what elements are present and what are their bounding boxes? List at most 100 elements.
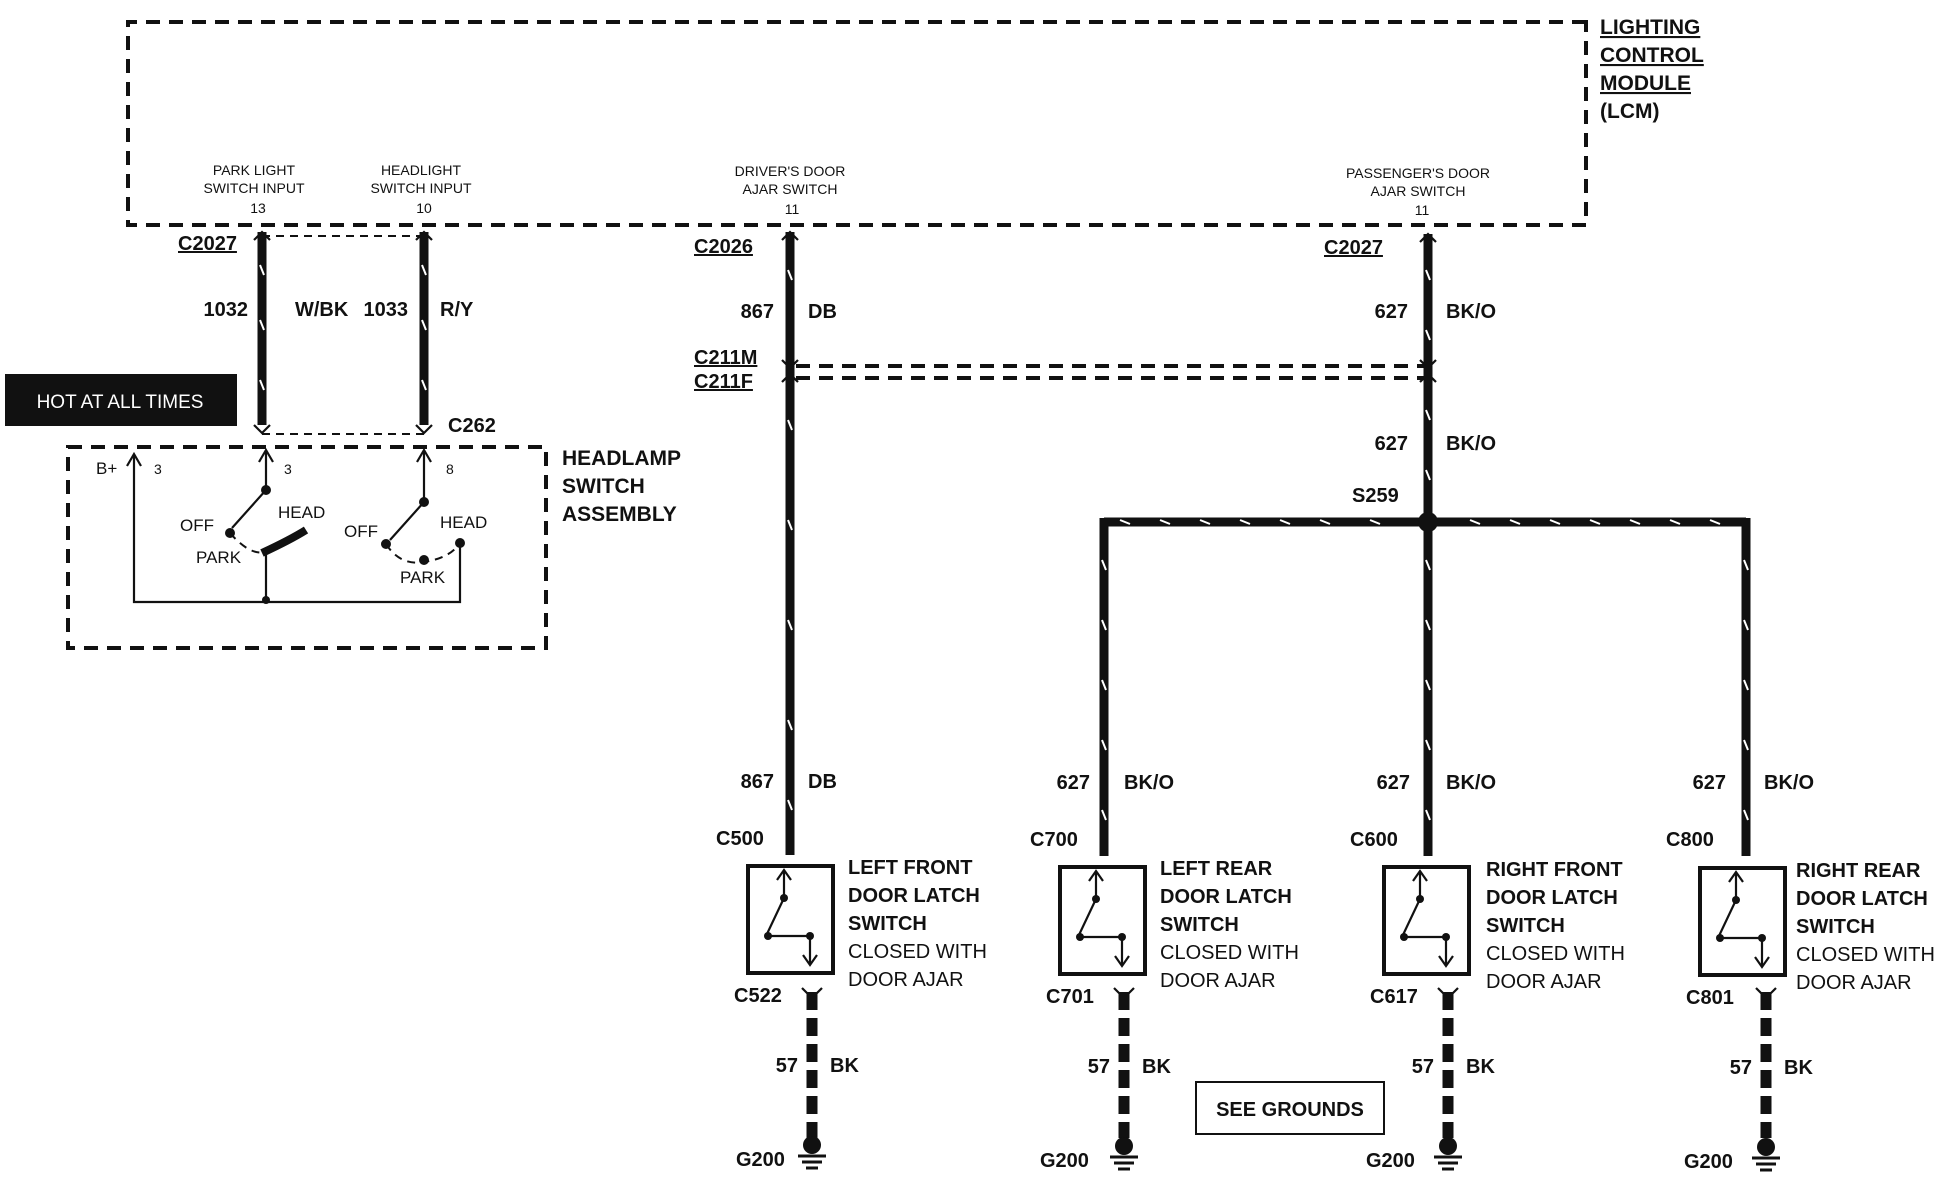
switch-2-pivot — [419, 497, 429, 507]
pin-label-passengers-door-1: PASSENGER'S DOOR — [1346, 165, 1490, 181]
ground-symbol-3 — [1434, 1137, 1462, 1171]
switch-1-common-node — [262, 596, 270, 604]
connector-c2027-right-tip — [781, 230, 1437, 243]
connector-c211f: C211F — [694, 371, 753, 393]
switch-lf-state-1: CLOSED WITH — [848, 941, 987, 963]
switch-2-contact — [389, 450, 426, 541]
lcm-module-outline — [126, 20, 1588, 227]
wire-1033-circuit: 1033 — [364, 299, 409, 321]
splice-bus-ticks — [1119, 519, 1721, 525]
wire-627-rf-color: BK/O — [1446, 772, 1496, 794]
pin-number-11-passenger: 11 — [1415, 202, 1430, 218]
right-front-door-latch-switch — [1382, 865, 1471, 976]
switch-rr-state-1: CLOSED WITH — [1796, 944, 1935, 966]
wire-tick-marks — [259, 264, 427, 391]
switch-rr-state-2: DOOR AJAR — [1796, 972, 1912, 994]
headlamp-pin-8: 8 — [446, 461, 454, 477]
pin-label-drivers-door-2: AJAR SWITCH — [743, 181, 838, 197]
wire-867-top-circuit: 867 — [741, 301, 774, 323]
switch-lf-state-2: DOOR AJAR — [848, 969, 964, 991]
connector-c2027-left: C2027 — [178, 233, 237, 255]
ground-wire-1-circuit: 57 — [776, 1055, 798, 1077]
switch-rf-name-1: RIGHT FRONT — [1486, 859, 1623, 881]
switch-1-head-label: HEAD — [278, 503, 325, 522]
ground-wire-3-color: BK — [1466, 1056, 1495, 1078]
ground-wire-2-color: BK — [1142, 1056, 1171, 1078]
wire-867-tick-marks — [787, 269, 793, 811]
pin-label-headlight-1: HEADLIGHT — [381, 162, 462, 178]
switch-rf-state-1: CLOSED WITH — [1486, 943, 1625, 965]
hot-at-all-times-badge — [5, 374, 237, 426]
pin-label-park-light-2: SWITCH INPUT — [203, 180, 305, 196]
wire-867-top-color: DB — [808, 301, 837, 323]
switch-2-arrowhead — [416, 447, 432, 463]
wire-627-rf-circuit: 627 — [1377, 772, 1410, 794]
switch-lf-name-3: SWITCH — [848, 913, 927, 935]
ground-label-2: G200 — [1040, 1150, 1089, 1172]
wire-627-top-circuit: 627 — [1375, 301, 1408, 323]
pin-number-10: 10 — [416, 200, 432, 216]
ground-wire-4-color: BK — [1784, 1057, 1813, 1079]
connector-c522: C522 — [734, 985, 782, 1007]
ground-wire-1-color: BK — [830, 1055, 859, 1077]
pin-number-11-driver: 11 — [785, 201, 800, 217]
wire-1032-circuit: 1032 — [204, 299, 249, 321]
splice-s259: S259 — [1352, 485, 1399, 507]
switch-lr-state-1: CLOSED WITH — [1160, 942, 1299, 964]
wire-627-top-color: BK/O — [1446, 301, 1496, 323]
see-grounds-label: SEE GROUNDS — [1216, 1099, 1364, 1121]
ground-connector-tips — [801, 987, 1777, 1000]
switch-rr-name-3: SWITCH — [1796, 916, 1875, 938]
headlamp-title-2: SWITCH — [562, 475, 645, 498]
pin-label-headlight-2: SWITCH INPUT — [370, 180, 472, 196]
switch-1-head-arc — [260, 526, 309, 557]
pin-label-park-light-1: PARK LIGHT — [213, 162, 296, 178]
bplus-arrowhead — [126, 451, 142, 467]
ground-label-3: G200 — [1366, 1150, 1415, 1172]
wire-627-mid-color: BK/O — [1446, 433, 1496, 455]
wire-627-lr-circuit: 627 — [1057, 772, 1090, 794]
headlamp-title-1: HEADLAMP — [562, 447, 681, 470]
branch-tick-marks — [1101, 559, 1749, 821]
pin-number-13: 13 — [250, 200, 266, 216]
wire-1033-color: R/Y — [440, 299, 474, 321]
left-front-door-latch-switch — [746, 864, 835, 975]
ground-symbol-2 — [1110, 1137, 1138, 1171]
connector-c211m: C211M — [694, 347, 757, 369]
connector-c500: C500 — [716, 828, 764, 850]
switch-lr-name-2: DOOR LATCH — [1160, 886, 1292, 908]
headlamp-pin-3b: 3 — [284, 461, 292, 477]
wire-1032-color: W/BK — [295, 299, 349, 321]
ground-wire-4-circuit: 57 — [1730, 1057, 1752, 1079]
lcm-title-line-1: LIGHTING — [1600, 16, 1700, 39]
wire-627-rr-color: BK/O — [1764, 772, 1814, 794]
switch-2-park-node — [419, 555, 429, 565]
connector-c600: C600 — [1350, 829, 1398, 851]
switch-rf-name-2: DOOR LATCH — [1486, 887, 1618, 909]
left-rear-door-latch-switch — [1058, 865, 1147, 976]
wire-867-bottom-circuit: 867 — [741, 771, 774, 793]
switch-rf-name-3: SWITCH — [1486, 915, 1565, 937]
ground-symbol-1 — [798, 1136, 826, 1170]
connector-c800: C800 — [1666, 829, 1714, 851]
connector-c262-tips — [253, 424, 433, 435]
switch-lr-name-3: SWITCH — [1160, 914, 1239, 936]
switch-rf-state-2: DOOR AJAR — [1486, 971, 1602, 993]
hot-at-all-times-label: HOT AT ALL TIMES — [37, 392, 204, 413]
headlamp-pin-3a: 3 — [154, 461, 162, 477]
see-grounds-box — [1195, 1081, 1385, 1135]
ground-symbol-4 — [1752, 1138, 1780, 1172]
wire-627-trunk-ticks — [1425, 269, 1431, 481]
lcm-title-line-3: MODULE — [1600, 72, 1691, 95]
pin-label-passengers-door-2: AJAR SWITCH — [1371, 183, 1466, 199]
connector-c262: C262 — [448, 415, 496, 437]
switch-1-arrowhead — [258, 447, 274, 463]
headlamp-title-3: ASSEMBLY — [562, 503, 677, 526]
lcm-title-line-2: CONTROL — [1600, 44, 1704, 67]
switch-lf-name-2: DOOR LATCH — [848, 885, 980, 907]
connector-c701: C701 — [1046, 986, 1094, 1008]
wire-627-rr-circuit: 627 — [1693, 772, 1726, 794]
switch-lr-state-2: DOOR AJAR — [1160, 970, 1276, 992]
wire-867-bottom-color: DB — [808, 771, 837, 793]
